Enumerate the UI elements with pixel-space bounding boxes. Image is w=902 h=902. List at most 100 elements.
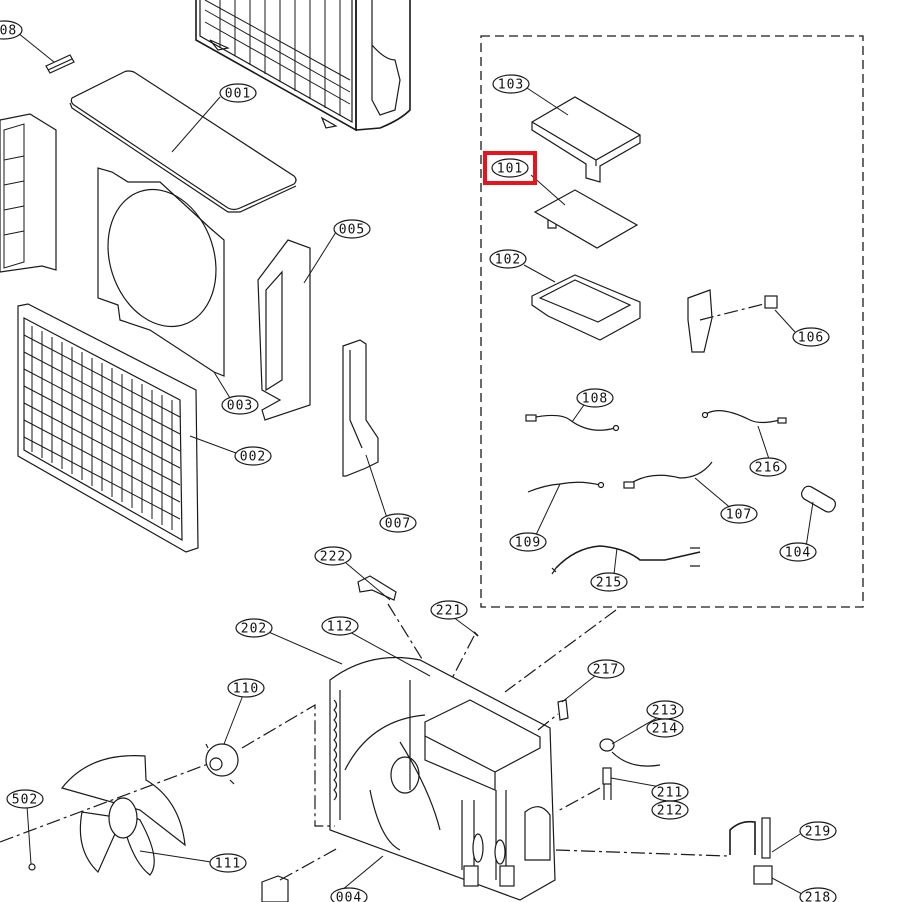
fan-motor-guide [241, 703, 335, 827]
callout-104: 104 [779, 542, 817, 562]
back-grille-panel [0, 113, 57, 273]
part-502-nut [28, 863, 36, 871]
callout-217: 217 [587, 659, 625, 679]
callout-101: 101 [491, 158, 529, 178]
callout-label: 215 [596, 576, 622, 591]
callout-ellipse [219, 83, 257, 103]
callout-ellipse [576, 388, 614, 408]
callout-003: 003 [221, 395, 259, 415]
callout-ellipse [792, 327, 830, 347]
callout-108: 108 [576, 388, 614, 408]
callout-007: 007 [379, 513, 417, 533]
part-106-terminal-block [687, 289, 778, 353]
callout-001: 001 [219, 83, 257, 103]
callout-label: 219 [805, 825, 831, 840]
callout-103: 103 [492, 74, 530, 94]
part-101-pcb [533, 189, 639, 249]
wire-harness-parts [525, 410, 836, 575]
callout-219: 219 [799, 821, 837, 841]
callout-004: 004 [330, 887, 368, 902]
callout-ellipse [489, 249, 527, 269]
part-103-cover [531, 96, 641, 183]
callout-label: 108 [582, 392, 608, 407]
part-110-fan-motor [205, 743, 239, 785]
callout-111: 111 [209, 853, 247, 873]
compressor-piping [461, 790, 551, 887]
part-003-shroud [97, 167, 225, 377]
part-005-bracket [257, 239, 311, 421]
callout-ellipse [646, 718, 684, 738]
callout-label: 213 [652, 704, 678, 719]
callout-216: 216 [749, 457, 787, 477]
callout-label: 007 [385, 517, 411, 532]
callout-212: 212 [651, 800, 689, 820]
callout-label: 110 [233, 682, 259, 697]
callout-ellipse [587, 659, 625, 679]
callout-ellipse [651, 800, 689, 820]
callout-005: 005 [333, 219, 371, 239]
inner-fan-illustration [344, 714, 441, 851]
callout-ellipse [590, 572, 628, 592]
callout-ellipse [720, 504, 758, 524]
part-007-corner-cover [342, 339, 379, 477]
callout-label: 217 [593, 663, 619, 678]
callout-ellipse [779, 542, 817, 562]
part-219-guide [555, 849, 729, 857]
callout-label: 101 [497, 162, 523, 177]
highlight-box-part-101 [483, 151, 537, 185]
part-102-control-box [531, 274, 641, 341]
callout-label: 216 [755, 461, 781, 476]
callout-109: 109 [509, 532, 547, 552]
callout-label: 008 [0, 24, 17, 39]
callout-106: 106 [792, 327, 830, 347]
part-001-top-cover [69, 70, 297, 213]
callout-221: 221 [430, 600, 468, 620]
callout-110: 110 [227, 678, 265, 698]
callout-002: 002 [234, 446, 272, 466]
callout-107: 107 [720, 504, 758, 524]
callout-label: 221 [436, 604, 462, 619]
callout-label: 202 [241, 622, 267, 637]
electrical-parts-group-frame [480, 35, 864, 608]
callout-ellipse [235, 618, 273, 638]
callout-ellipse [799, 821, 837, 841]
callout-label: 214 [652, 722, 678, 737]
callout-label: 212 [657, 804, 683, 819]
part-222-guide [387, 603, 436, 681]
callout-202: 202 [235, 618, 273, 638]
callout-label: 103 [498, 78, 524, 93]
callout-label: 502 [12, 793, 38, 808]
part-219-pipe-assembly [729, 817, 773, 885]
callout-008: 008 [0, 20, 23, 40]
callout-214: 214 [646, 718, 684, 738]
callout-ellipse [492, 74, 530, 94]
part-112-electrical-box [424, 699, 541, 791]
callout-218: 218 [799, 887, 837, 902]
callout-ellipse [379, 513, 417, 533]
part-111-propeller-fan [60, 755, 186, 876]
callout-ellipse [321, 616, 359, 636]
callout-label: 218 [805, 891, 831, 902]
callout-label: 111 [215, 857, 241, 872]
condenser-frame [329, 656, 556, 901]
assembled-unit-illustration [195, 0, 411, 132]
callout-label: 005 [339, 223, 365, 238]
callout-ellipse [209, 853, 247, 873]
callout-ellipse [491, 158, 529, 178]
callout-ellipse [509, 532, 547, 552]
callout-label: 106 [798, 331, 824, 346]
callout-ellipse [234, 446, 272, 466]
callout-ellipse [227, 678, 265, 698]
part-217-guide [537, 713, 559, 731]
part-002-front-grille [17, 303, 199, 553]
part-004-bracket [261, 875, 289, 902]
callout-label: 104 [785, 546, 811, 561]
electrical-group-guide [504, 609, 617, 693]
part-217-relay [557, 699, 569, 721]
callout-502: 502 [6, 789, 44, 809]
callout-ellipse [430, 600, 468, 620]
callout-ellipse [799, 887, 837, 902]
part-004-guide [279, 847, 339, 881]
callout-ellipse [221, 395, 259, 415]
